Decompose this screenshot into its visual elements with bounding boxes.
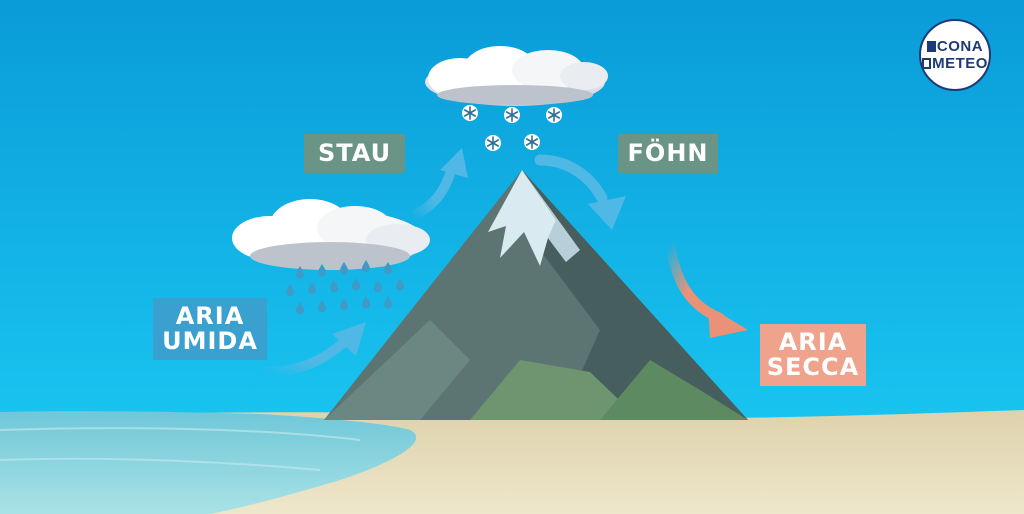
label-fohn: FÖHN [618,134,718,173]
label-aria-secca-line1: ARIA [778,327,848,356]
logo-text-1: CONA [936,38,984,55]
logo-line-2: METEO [922,55,988,72]
logo-square-icon [926,41,936,52]
arrow-aria-umida [260,322,366,377]
arrow-fohn [534,154,626,230]
aria-umida-box [153,298,267,360]
label-aria-secca: ARIA SECCA [760,324,866,386]
stau-box [304,134,405,173]
fohn-box [618,134,718,173]
label-aria-umida: ARIA UMIDA [153,298,267,360]
label-aria-umida-line2: UMIDA [162,327,258,355]
logo-outline-square-icon [922,58,932,69]
label-aria-umida-line1: ARIA [175,301,245,330]
snow-cloud [425,46,608,106]
iconameteo-logo: CONA METEO [919,19,991,91]
label-fohn-text: FÖHN [627,138,709,167]
label-aria-secca-line2: SECCA [766,353,860,381]
aria-secca-box [760,324,866,386]
mountain [324,170,748,420]
arrow-aria-secca [665,239,748,338]
rain-cloud [232,199,430,270]
logo-text-2: METEO [932,55,988,72]
snow-cap [488,170,566,266]
sea [0,411,417,514]
label-stau: STAU [304,134,405,173]
arrow-stau [407,148,468,221]
logo-line-1: CONA [926,38,984,55]
label-stau-text: STAU [317,138,392,167]
